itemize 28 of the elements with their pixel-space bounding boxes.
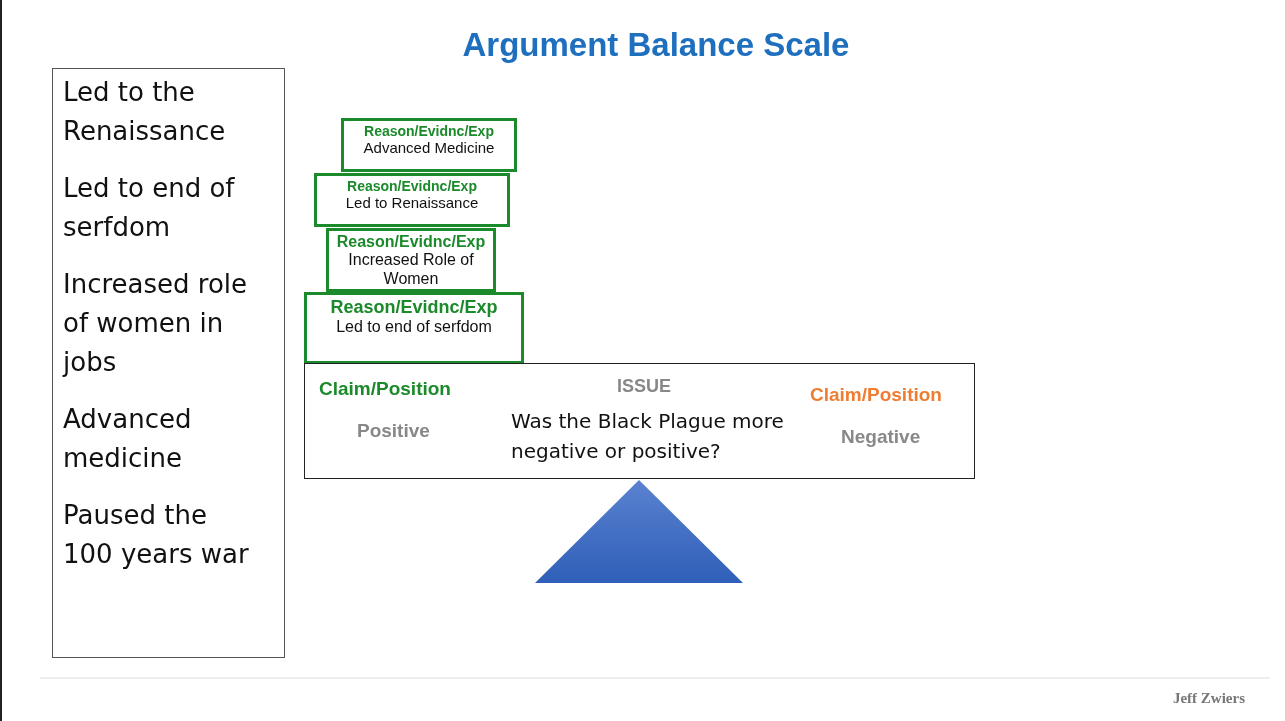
evidence-heading: Reason/Evidnc/Exp: [329, 297, 499, 318]
note-text: Led to the Renaissance: [63, 76, 227, 148]
note-text: Increased role of women in jobs: [63, 268, 249, 379]
issue-heading: ISSUE: [617, 376, 672, 397]
notes-panel: [52, 68, 285, 658]
scale-beam: [304, 363, 975, 479]
position-label: Positive: [357, 420, 430, 442]
evidence-heading: Reason/Evidnc/Exp: [363, 123, 495, 140]
author-name: Jeff Zwiers: [1172, 690, 1245, 707]
evidence-text: Led to Renaissance: [344, 194, 480, 212]
evidence-text: Increased Role of Women: [347, 251, 475, 289]
position-label: Negative: [841, 426, 921, 448]
fulcrum-triangle: [535, 480, 743, 583]
evidence-box: [314, 173, 510, 227]
evidence-text: Advanced Medicine: [362, 139, 496, 157]
note-text: Advanced medicine: [63, 403, 193, 475]
evidence-heading: Reason/Evidnc/Exp: [335, 233, 487, 252]
title: Argument Balance Scale: [461, 26, 851, 64]
evidence-box: [341, 118, 517, 172]
evidence-box: [304, 292, 524, 364]
claim-label: Claim/Position: [810, 384, 942, 406]
issue-question: Was the Black Plague more negative or positive?: [511, 408, 785, 465]
evidence-heading: Reason/Evidnc/Exp: [346, 178, 478, 195]
note-text: Led to end of serfdom: [63, 172, 236, 244]
evidence-text: Led to end of serfdom: [335, 317, 493, 337]
claim-label: Claim/Position: [319, 378, 451, 400]
evidence-box: [326, 228, 496, 292]
note-text: Paused the 100 years war: [63, 499, 250, 571]
